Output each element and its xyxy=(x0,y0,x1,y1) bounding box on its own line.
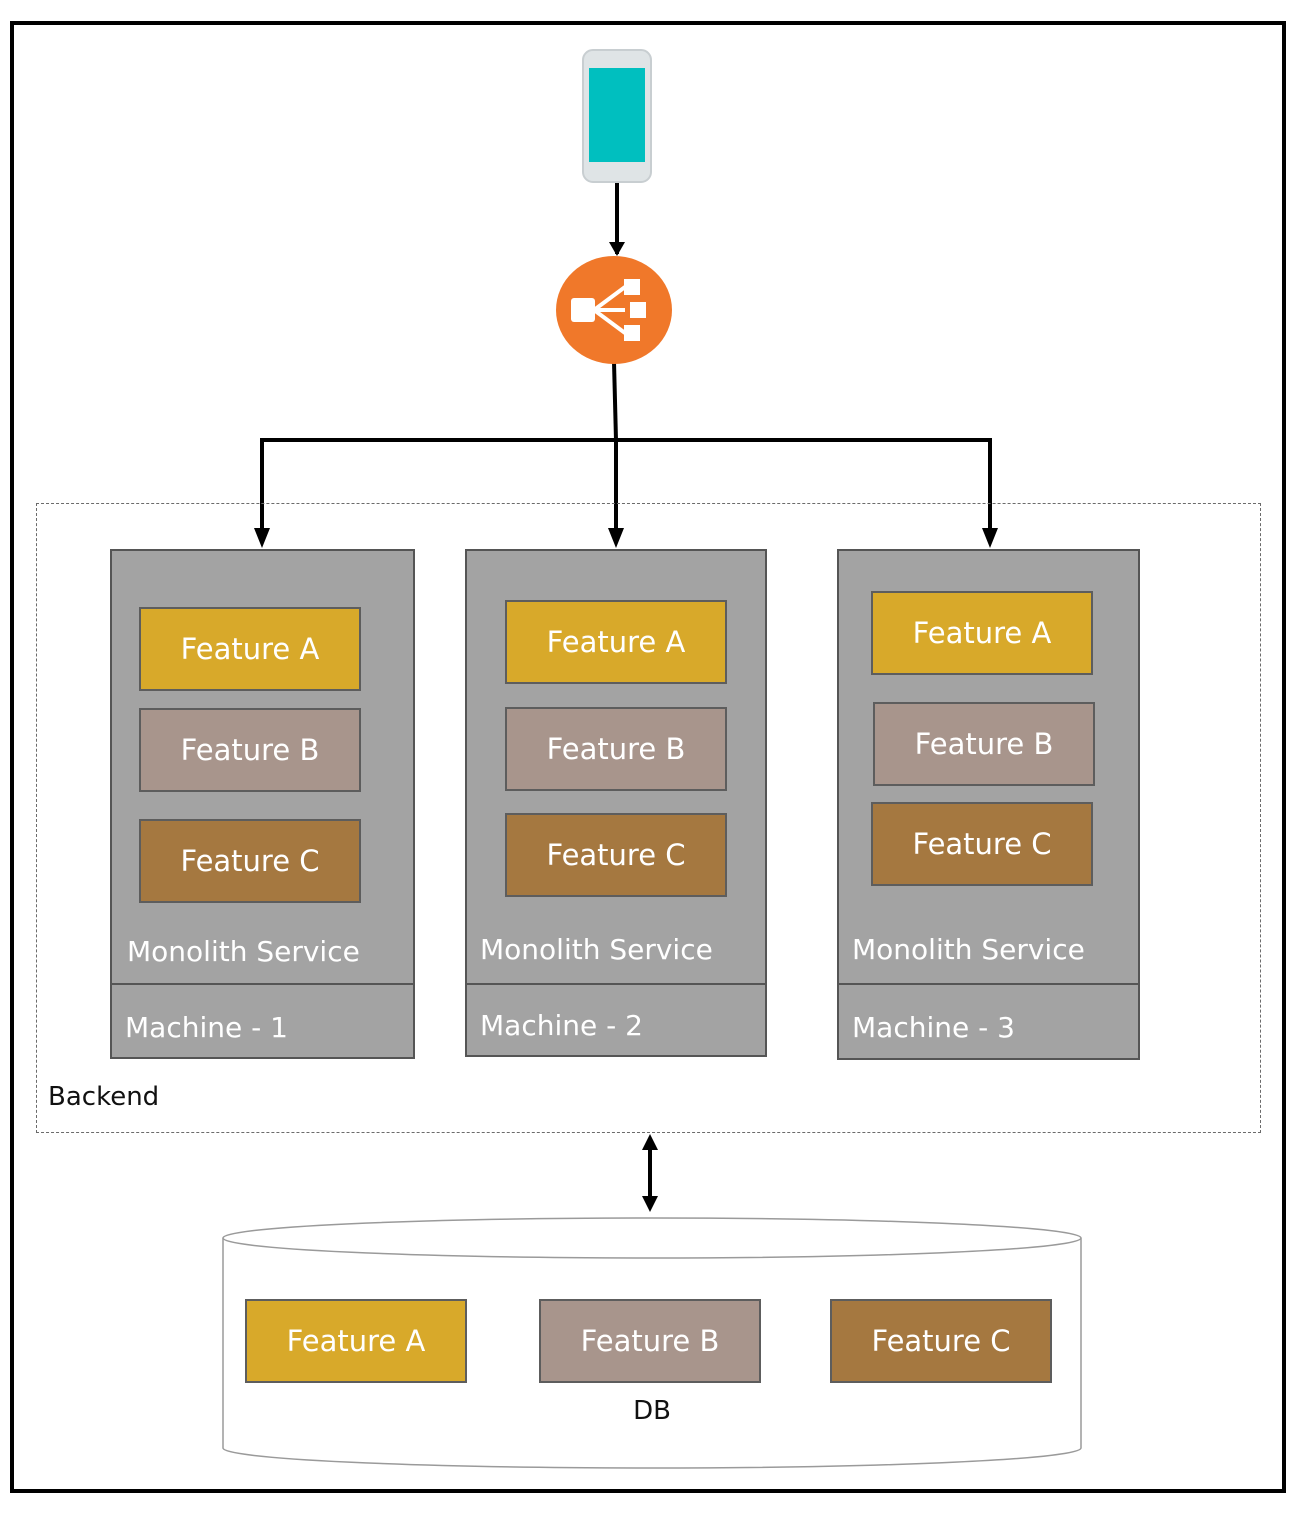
db-feature-c: Feature C xyxy=(830,1299,1052,1383)
monolith-service-1: Feature A Feature B Feature C Monolith S… xyxy=(112,551,413,985)
machine-label-2: Machine - 2 xyxy=(480,1009,643,1042)
diagram-frame xyxy=(10,21,1286,1493)
monolith-service-3: Feature A Feature B Feature C Monolith S… xyxy=(839,551,1138,985)
machine-1: Feature A Feature B Feature C Monolith S… xyxy=(110,549,415,1059)
machine-2-feature-a: Feature A xyxy=(505,600,727,684)
machine-2-feature-b: Feature B xyxy=(505,707,727,791)
machine-3: Feature A Feature B Feature C Monolith S… xyxy=(837,549,1140,1060)
backend-boundary xyxy=(36,503,1261,1133)
backend-label: Backend xyxy=(48,1082,160,1112)
machine-1-feature-a: Feature A xyxy=(139,607,361,691)
machine-1-feature-c: Feature C xyxy=(139,819,361,903)
machine-3-feature-b: Feature B xyxy=(873,702,1095,786)
monolith-service-2: Feature A Feature B Feature C Monolith S… xyxy=(467,551,765,985)
load-balancer-icon xyxy=(556,256,672,364)
lb-trunk-connector xyxy=(612,361,618,441)
service-label-2: Monolith Service xyxy=(480,933,713,966)
mobile-phone-icon xyxy=(582,49,652,183)
db-feature-a: Feature A xyxy=(245,1299,467,1383)
db-feature-b: Feature B xyxy=(539,1299,761,1383)
machine-3-feature-c: Feature C xyxy=(871,802,1093,886)
service-label-3: Monolith Service xyxy=(852,933,1085,966)
machine-label-1: Machine - 1 xyxy=(125,1011,288,1044)
db-label: DB xyxy=(633,1396,671,1426)
machine-3-feature-a: Feature A xyxy=(871,591,1093,675)
machine-1-feature-b: Feature B xyxy=(139,708,361,792)
machine-2: Feature A Feature B Feature C Monolith S… xyxy=(465,549,767,1057)
machine-label-3: Machine - 3 xyxy=(852,1011,1015,1044)
machine-2-feature-c: Feature C xyxy=(505,813,727,897)
service-label-1: Monolith Service xyxy=(127,935,360,968)
